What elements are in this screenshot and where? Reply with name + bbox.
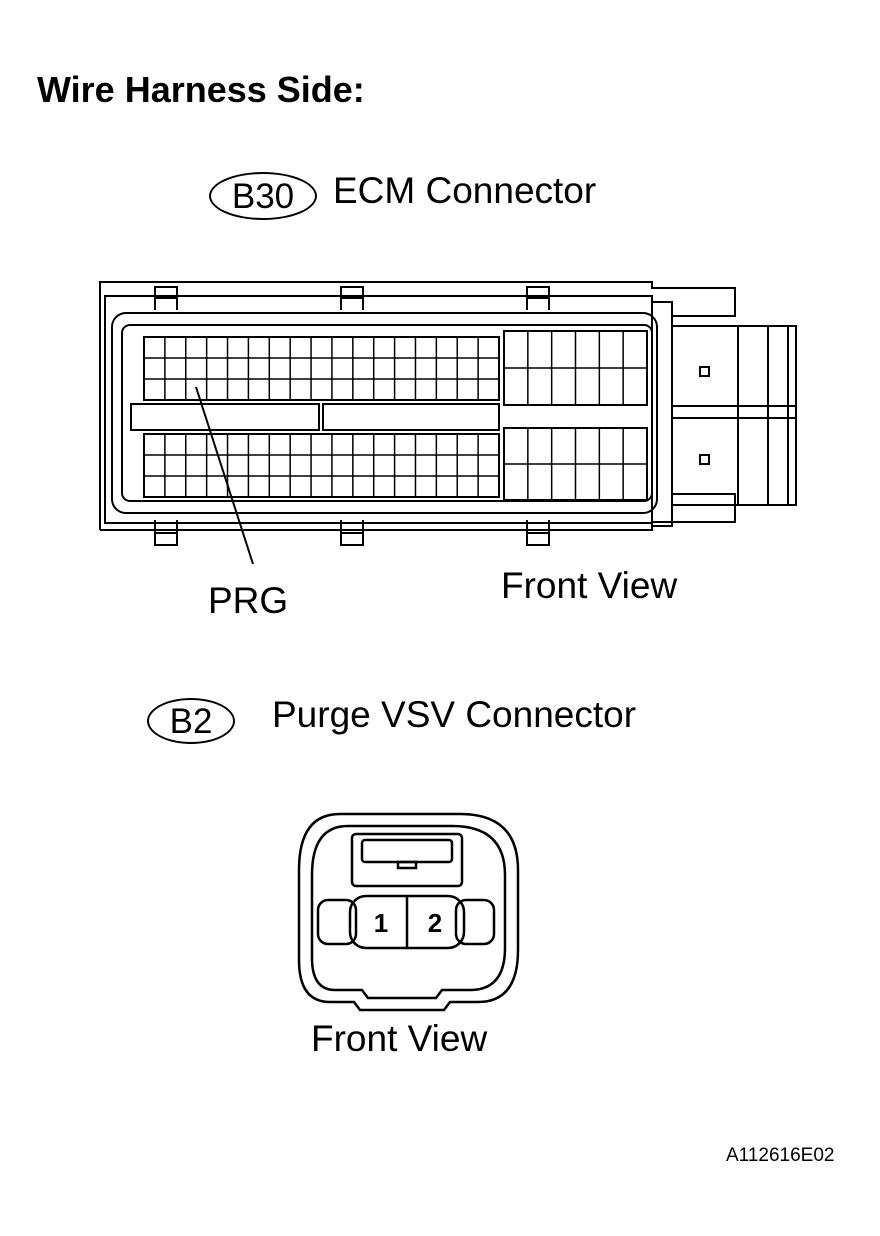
figure-code: A112616E02: [726, 1145, 835, 1166]
prg-terminal-label: PRG: [208, 580, 289, 621]
vsv-connector-title: Purge VSV Connector: [272, 694, 637, 735]
ecm-front-view-label: Front View: [501, 565, 678, 606]
vsv-front-view-label: Front View: [311, 1018, 488, 1059]
ecm-connector-drawing: [99, 281, 797, 565]
vsv-connector-drawing: [297, 812, 520, 1012]
vsv-connector-code-badge: B2: [147, 698, 235, 744]
diagram-heading: Wire Harness Side:: [37, 69, 365, 110]
vsv-pin-2-label: 2: [428, 908, 442, 938]
ecm-connector-title: ECM Connector: [333, 170, 597, 211]
vsv-pin-1-label: 1: [374, 908, 388, 938]
ecm-connector-code-badge: B30: [209, 172, 317, 220]
